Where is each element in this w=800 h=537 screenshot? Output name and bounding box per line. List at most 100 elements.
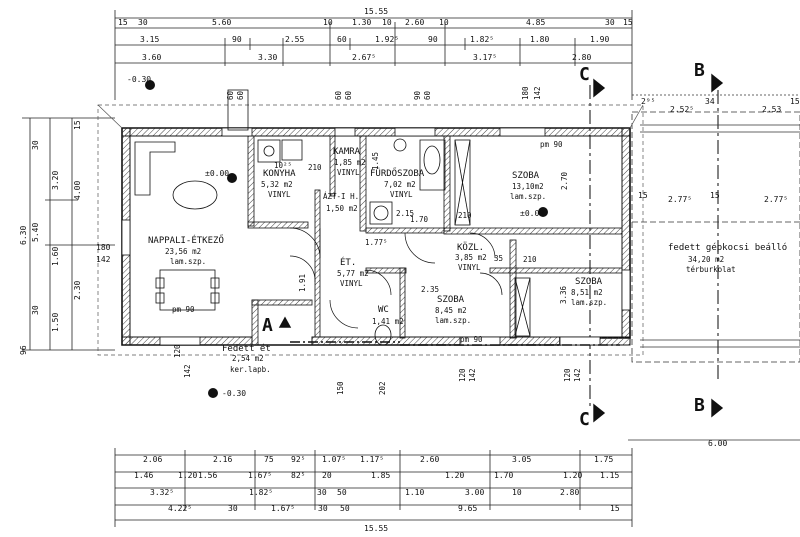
toilet (374, 324, 392, 346)
bottom-row1-dim-7: 2.60 (420, 455, 439, 464)
left-dim-1: 30 (31, 140, 40, 150)
room-furdo-area: 7,02 m2 (384, 180, 416, 189)
level-1: -0.30 (127, 75, 151, 84)
opening-12: 120 (458, 368, 467, 382)
bottom-row1-dim-2: 2.16 (213, 455, 232, 464)
bottom-row3-dim-8: 2.80 (560, 488, 579, 497)
window-3: 210 (458, 211, 472, 220)
height-3: 3.36 (559, 285, 568, 304)
top-row1-dim-11: 15 (623, 18, 633, 27)
windows (121, 127, 631, 346)
right-mid-dim-4: 15 (710, 191, 720, 200)
top-row2-dim-4: 60 (337, 35, 347, 44)
left-dimension-labels: 30 3.20 4.00 6.30 5.40 1.60 2.30 1.50 30… (19, 120, 111, 355)
opening-15: 142 (573, 368, 582, 382)
bottom-row3-dim-3: 30 (317, 488, 327, 497)
top-row1-dim-1: 15 (118, 18, 128, 27)
opening-8: 142 (533, 86, 542, 100)
left-dimension-chains (22, 117, 115, 351)
room-nappali-name: NAPPALI-ÉTKEZŐ (148, 234, 224, 246)
opening-1: 60 (226, 90, 235, 100)
opening-142: 142 (96, 255, 111, 264)
top-row1-dim-3: 5.60 (212, 18, 231, 27)
opening-11: 202 (378, 381, 387, 395)
bottom-row3-dim-6: 3.00 (465, 488, 484, 497)
pm-left: pm 90 (172, 305, 195, 314)
bathtub (419, 139, 446, 191)
interior-walls (247, 135, 623, 346)
bottom-row1-dim-8: 3.05 (512, 455, 531, 464)
room-azt-area: 1,50 m2 (326, 204, 358, 213)
bottom-row2-dim-10: 1.20 (563, 471, 582, 480)
door-swings (289, 227, 503, 329)
pm-top: pm 90 (540, 140, 563, 149)
bottom-row2-dim-7: 1.85 (371, 471, 390, 480)
height-2: 2.70 (560, 171, 569, 190)
top-row1-dim-7: 2.60 (405, 18, 424, 27)
room-wc-area: 1,41 m2 (372, 317, 404, 326)
bottom-row1-dim-9: 1.75 (594, 455, 613, 464)
top-total-dim: 15.55 (364, 7, 388, 16)
room-konyha-area: 5,32 m2 (261, 180, 293, 189)
window-5: 1.70 (410, 215, 429, 224)
bottom-row4-dim-1: 4.22⁵ (168, 504, 192, 513)
top-row3-dim-1: 3.60 (142, 53, 161, 62)
left-dim-3: 4.00 (73, 181, 82, 200)
right-mid-dim-3: 15 (638, 191, 648, 200)
bottom-row2-dim-6: 20 (322, 471, 332, 480)
room-carport-name: fedett gépkocsi beálló (668, 242, 787, 253)
wardrobe-1 (454, 139, 471, 226)
opening-13: 142 (468, 368, 477, 382)
top-dimension-chains (114, 10, 633, 100)
dining-table (159, 269, 216, 311)
right-dim-1: 2⁹⁵ (641, 97, 655, 106)
right-dim-5: 15 (790, 97, 800, 106)
top-row3-dim-5: 2.80 (572, 53, 591, 62)
opening-10: 142 (183, 364, 192, 378)
room-szoba2-area: 8,45 m2 (435, 306, 467, 315)
bottom-row3-dim-1: 3.32⁵ (150, 488, 174, 497)
bottom-row3-dim-5: 1.10 (405, 488, 424, 497)
bottom-right-dim: 6.00 (708, 439, 727, 448)
opening-180: 180 (96, 243, 111, 252)
room-azt-name: ÁZT-I H. (323, 192, 359, 201)
level-2: ±0.00 (205, 169, 229, 178)
opening-6: 60 (423, 90, 432, 100)
bottom-row1-dim-4: 92⁵ (291, 455, 305, 464)
room-kamra-area: 1,85 m2 (334, 158, 366, 167)
window-4: 210 (523, 255, 537, 264)
right-mid-dim-2: 2.77⁵ (764, 195, 788, 204)
left-dim-5: 5.40 (31, 223, 40, 242)
section-arrow-a (278, 316, 292, 328)
inline-dimension-labels: pm 90 pm 90 pm 90 2.15 1.45 2.70 3.36 2.… (172, 140, 569, 344)
right-dim-4: 2.53 (762, 105, 781, 114)
bottom-row2-dim-5: 82⁵ (291, 471, 305, 480)
room-fedett-et-name: Fedett ét (222, 343, 271, 354)
opening-7: 180 (521, 86, 530, 100)
bottom-row3-dim-2: 1.82⁵ (249, 488, 273, 497)
opening-14: 120 (563, 368, 572, 382)
bottom-row1-dim-5: 1.07⁵ (322, 455, 346, 464)
room-wc-name: WC (378, 305, 389, 315)
chimney (227, 89, 249, 131)
opening-9: 120 (173, 344, 182, 358)
room-szoba2-floor: lam.szp. (435, 316, 471, 325)
top-row1-dim-4: 10 (323, 18, 333, 27)
carport-dimension-labels: 2⁹⁵ 2.52⁵ 34 2.53 15 2.77⁵ 2.77⁵ 15 15 6… (638, 97, 800, 448)
top-row1-dim-10: 30 (605, 18, 615, 27)
kitchen-sink (257, 139, 281, 163)
top-row3-dim-4: 3.17⁵ (473, 53, 497, 62)
room-kamra-name: KAMRA (333, 147, 361, 157)
top-row2-dim-3: 2.55 (285, 35, 304, 44)
bottom-row2-dim-1: 1.46 (134, 471, 153, 480)
right-dim-2: 2.52⁵ (670, 105, 694, 114)
level-markers: -0.30 ±0.00 ±0.00 -0.30 (127, 75, 548, 398)
window-6: 35 (494, 254, 503, 263)
top-dimension-labels: 15.55 15 30 5.60 10 1.30 10 2.60 10 4.85… (118, 7, 633, 62)
top-row2-dim-1: 3.15 (140, 35, 159, 44)
room-szoba3-name: SZOBA (575, 277, 603, 287)
room-szoba2-name: SZOBA (437, 295, 465, 305)
wardrobe-2 (514, 277, 531, 337)
right-mid-dim-1: 2.77⁵ (668, 195, 692, 204)
bottom-row1-dim-3: 75 (264, 455, 274, 464)
